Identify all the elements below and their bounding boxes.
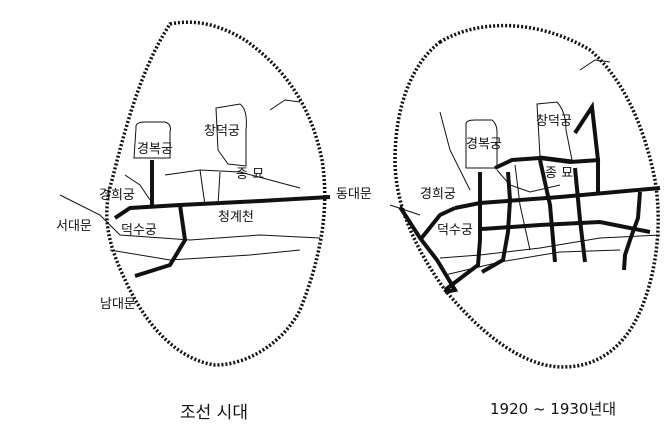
- left-gyeongbokgung-outline: [133, 121, 171, 159]
- right-city-wall: [393, 23, 660, 369]
- right-label-deoksugung: 덕수궁: [437, 223, 473, 238]
- left-label-seodaemun: 서대문: [56, 219, 92, 234]
- left-label-gyeongbokgung: 경복궁: [137, 142, 173, 157]
- right-gyeongbokgung-outline: [465, 119, 498, 169]
- left-label-cheonggyecheon: 청계천: [218, 210, 254, 225]
- left-caption: 조선 시대: [180, 403, 248, 423]
- left-label-jongmyo: 종 묘: [236, 167, 265, 182]
- left-city-wall: [105, 20, 327, 367]
- left-label-changdeokgung: 창덕궁: [204, 124, 240, 139]
- right-changdeokgung-outline: [536, 101, 573, 161]
- right-map: [389, 23, 661, 369]
- right-label-changdeokgung: 창덕궁: [536, 114, 572, 129]
- left-changdeokgung-outline: [215, 103, 247, 167]
- right-label-gyeonghuigung: 경희궁: [420, 187, 456, 202]
- left-map: [59, 20, 331, 367]
- right-main-roads: [398, 101, 661, 294]
- left-streams: [59, 99, 321, 261]
- right-streams: [389, 59, 661, 276]
- left-label-namdaemun: 남대문: [100, 297, 136, 312]
- right-label-gyeongbokgung: 경복궁: [466, 137, 502, 152]
- left-label-dongdaemun: 동대문: [336, 187, 372, 202]
- left-label-gyeonghuigung: 경희궁: [99, 188, 135, 203]
- right-label-jongmyo: 종 묘: [545, 166, 574, 181]
- left-label-deoksugung: 덕수궁: [121, 223, 157, 238]
- right-caption: 1920 ~ 1930년대: [490, 400, 617, 418]
- left-main-roads: [113, 160, 331, 278]
